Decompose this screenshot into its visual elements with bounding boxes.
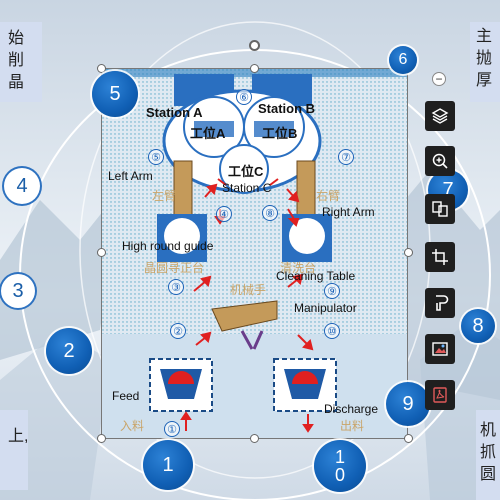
resize-handle-s[interactable] [250,434,259,443]
zoom-in-icon[interactable] [425,146,455,176]
label-left-arm-cn: 左臂 [152,189,177,203]
side-text-line: 抓 [480,444,497,461]
callout-5[interactable]: 5 [92,71,138,117]
replace-image-icon[interactable] [425,194,455,224]
side-text-line: 抛 [476,50,493,67]
label-gongwei-b: 工位B [262,126,298,141]
label-discharge: Discharge [324,402,379,416]
step-number: ⑦ [338,149,354,165]
resize-handle-se[interactable] [404,434,413,443]
label-station-c: Station C [222,181,272,195]
label-high-round-cn: 晶圆寻正台 [144,261,205,275]
side-text-bottom-right: 机 抓 圆 [476,410,500,500]
step-number: ⑤ [148,149,164,165]
label-cleaning-cn: 清洗台 [280,261,317,275]
label-station-a: Station A [146,105,203,120]
pdf-icon[interactable] [425,380,455,410]
step-number: ⑧ [262,205,278,221]
step-number: ⑥ [236,89,252,105]
format-painter-icon[interactable] [425,288,455,318]
label-cleaning-table: Cleaning Table [276,269,356,283]
label-right-arm: Right Arm [322,205,375,219]
image-edit-icon[interactable] [425,334,455,364]
side-text-top-right: 主 抛 厚 [470,22,500,102]
side-text-line: 厚 [476,72,493,89]
side-text-line: 主 [476,28,493,45]
side-text-top-left: 始 削晶 [0,22,42,102]
callout-8[interactable]: 8 [461,309,495,343]
side-text-bottom-left: 上, [0,410,28,490]
label-station-b: Station B [258,101,316,116]
step-number: ② [170,323,186,339]
label-feed: Feed [112,389,140,403]
callout-4[interactable]: 4 [4,168,40,204]
layers-icon[interactable] [425,101,455,131]
step-number: ⑨ [324,283,340,299]
callout-10-digit: 1 [334,447,345,467]
resize-handle-sw[interactable] [97,434,106,443]
label-gongwei-a: 工位A [190,126,226,141]
label-discharge-cn: 出料 [340,419,365,433]
collapse-toolbar-icon[interactable]: − [432,72,446,86]
resize-handle-e[interactable] [404,248,413,257]
label-manipulator-cn: 机械手 [230,283,267,297]
rotate-handle-icon[interactable] [249,40,260,51]
crop-icon[interactable] [425,242,455,272]
resize-handle-n[interactable] [250,64,259,73]
callout-9[interactable]: 9 [386,382,430,426]
label-left-arm: Left Arm [108,169,153,183]
side-text-line: 始 [8,30,25,47]
label-high-round-guide: High round guide [122,239,214,253]
label-right-arm-cn: 右臂 [316,189,341,203]
label-manipulator: Manipulator [294,301,357,315]
side-text-line: 机 [480,422,497,439]
callout-3[interactable]: 3 [1,274,35,308]
diagram-drawing [102,69,407,438]
label-gongwei-c: 工位C [228,164,264,179]
side-text-line: 圆 [480,466,497,483]
callout-1[interactable]: 1 [143,440,193,490]
side-text-line: 削晶 [8,52,25,91]
callout-6[interactable]: 6 [389,46,417,74]
step-number: ③ [168,279,184,295]
callout-10-digit: 0 [334,465,345,485]
step-number: ① [164,421,180,437]
resize-handle-w[interactable] [97,248,106,257]
label-feed-cn: 入料 [120,419,145,433]
step-number: ④ [216,206,232,222]
callout-10[interactable]: 1 0 [314,440,366,492]
callout-2[interactable]: 2 [46,328,92,374]
resize-handle-nw[interactable] [97,64,106,73]
process-diagram-image[interactable]: Station A Station B 工位A 工位B 工位C Station … [101,68,408,439]
step-number: ⑩ [324,323,340,339]
